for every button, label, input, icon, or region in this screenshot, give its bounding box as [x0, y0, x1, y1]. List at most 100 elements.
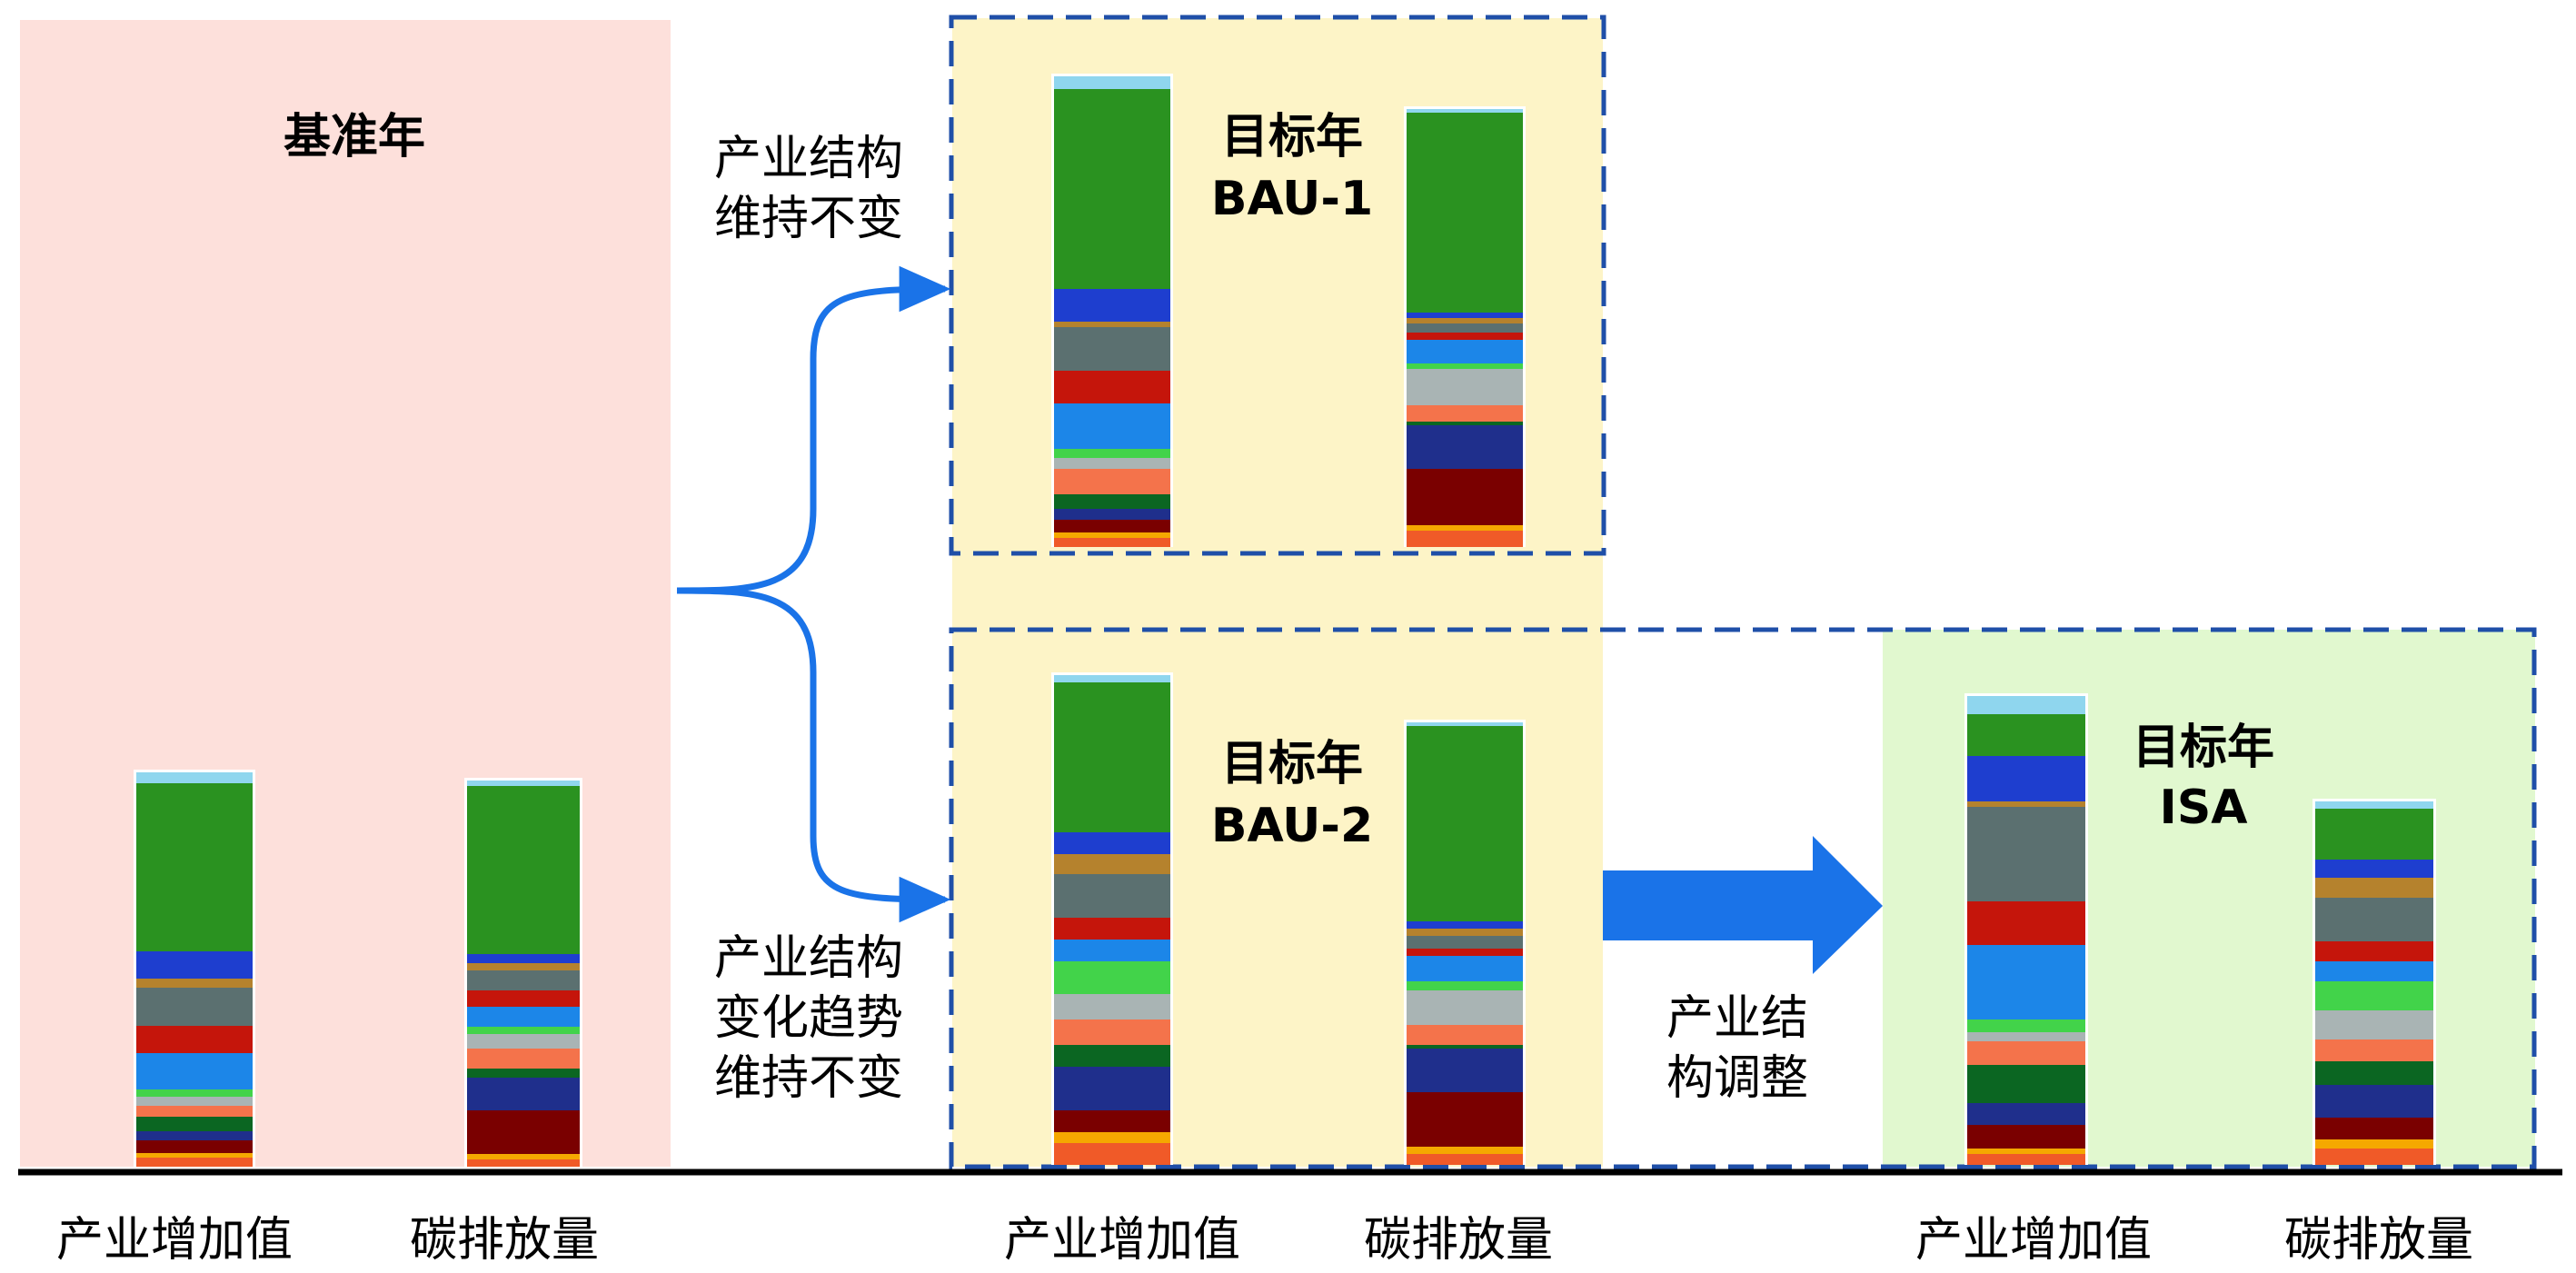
bar-segment: [1407, 422, 1523, 425]
bar-segment: [1407, 1147, 1523, 1154]
bar-segment: [1054, 403, 1170, 449]
bar-segment: [1054, 1019, 1170, 1045]
bar-segment: [1407, 525, 1523, 531]
bar-segment: [1407, 990, 1523, 1025]
label-emissions-bau: 碳排放量: [1364, 1213, 1553, 1268]
bar-bau2-emissions: [1404, 720, 1526, 1165]
bar-segment: [136, 772, 253, 783]
bar-segment: [2315, 1149, 2433, 1165]
bar-segment: [1967, 801, 2085, 807]
bar-segment: [467, 1034, 580, 1049]
bar-segment: [1407, 722, 1523, 726]
bar-segment: [467, 1069, 580, 1078]
bar-segment: [1054, 327, 1170, 371]
bar-segment: [1967, 1154, 2085, 1165]
bar-segment: [2315, 898, 2433, 941]
bar-segment: [1054, 1067, 1170, 1110]
bar-segment: [467, 1049, 580, 1069]
bar-segment: [1407, 363, 1523, 369]
bar-segment: [2315, 860, 2433, 878]
bar-bau1-value-added: [1051, 74, 1173, 547]
bau1-title-line1: 目标年: [1221, 110, 1363, 164]
bar-segment: [1054, 509, 1170, 520]
bar-segment: [2315, 1085, 2433, 1118]
bar-segment: [2315, 941, 2433, 961]
bar-segment: [1407, 333, 1523, 340]
bar-segment: [136, 1053, 253, 1089]
bar-segment: [1407, 956, 1523, 981]
bau2-title-line2: BAU-2: [1211, 799, 1373, 853]
bar-segment: [1967, 696, 2085, 714]
bar-segment: [1407, 469, 1523, 525]
bar-segment: [467, 970, 580, 990]
bar-segment: [1407, 1049, 1523, 1092]
bar-segment: [1054, 675, 1170, 682]
keep-structure-line2: 维持不变: [714, 192, 903, 246]
bar-isa-value-added: [1964, 693, 2088, 1165]
bar-segment: [136, 1117, 253, 1131]
bar-segment: [2315, 878, 2433, 898]
bar-segment: [1407, 726, 1523, 921]
bar-segment: [1054, 1045, 1170, 1067]
base-year-title: 基准年: [283, 110, 425, 164]
bar-segment: [1407, 425, 1523, 469]
bar-segment: [1054, 76, 1170, 89]
bar-segment: [467, 954, 580, 963]
bar-segment: [467, 1154, 580, 1159]
bau1-dashed-border: [949, 15, 1606, 556]
bar-segment: [136, 1106, 253, 1117]
bar-segment: [1407, 949, 1523, 956]
bar-segment: [1407, 323, 1523, 333]
structure-adjust-arrow: [1603, 836, 1883, 974]
bar-segment: [1407, 340, 1523, 363]
bar-base-emissions: [464, 778, 582, 1167]
bar-segment: [1967, 1149, 2085, 1154]
isa-title-line1: 目标年: [2133, 721, 2274, 775]
bar-segment: [467, 1007, 580, 1027]
bar-segment: [136, 1089, 253, 1097]
bar-segment: [1054, 994, 1170, 1019]
bar-segment: [1967, 1103, 2085, 1125]
bar-bau1-emissions: [1404, 106, 1526, 547]
bar-segment: [1054, 538, 1170, 547]
bar-segment: [136, 1153, 253, 1158]
bar-segment: [136, 988, 253, 1026]
bar-base-value-added: [134, 770, 255, 1167]
bar-segment: [1054, 289, 1170, 322]
bar-segment: [467, 1159, 580, 1167]
bar-segment: [136, 1026, 253, 1053]
bar-segment: [1054, 874, 1170, 918]
bar-segment: [136, 1097, 253, 1106]
bar-segment: [1054, 918, 1170, 940]
bar-segment: [1054, 520, 1170, 532]
bar-segment: [1407, 313, 1523, 318]
keep-trend-line1: 产业结构: [714, 931, 903, 986]
keep-trend-line2: 变化趋势: [714, 991, 903, 1046]
bar-segment: [1407, 369, 1523, 405]
bar-segment: [1407, 109, 1523, 113]
bar-segment: [1967, 1125, 2085, 1149]
bar-segment: [1054, 1143, 1170, 1165]
bar-segment: [136, 783, 253, 951]
bar-segment: [1407, 1154, 1523, 1165]
bau2-title-line1: 目标年: [1221, 737, 1363, 791]
bar-segment: [1054, 961, 1170, 994]
bars-group: [134, 74, 2436, 1167]
label-value-added-bau: 产业增加值: [1004, 1213, 1240, 1268]
bar-segment: [467, 963, 580, 970]
keep-trend-line3: 维持不变: [714, 1051, 903, 1106]
bar-segment: [1054, 322, 1170, 327]
bar-segment: [1054, 469, 1170, 494]
bar-segment: [1967, 1032, 2085, 1041]
bar-segment: [1407, 531, 1523, 547]
bar-segment: [1967, 756, 2085, 801]
adjust-structure-line1: 产业结: [1666, 991, 1808, 1046]
bar-segment: [136, 979, 253, 988]
bar-segment: [1407, 318, 1523, 323]
bar-segment: [2315, 809, 2433, 860]
bar-segment: [2315, 961, 2433, 981]
bar-segment: [1054, 449, 1170, 458]
bar-segment: [467, 1078, 580, 1110]
bar-segment: [1054, 371, 1170, 403]
